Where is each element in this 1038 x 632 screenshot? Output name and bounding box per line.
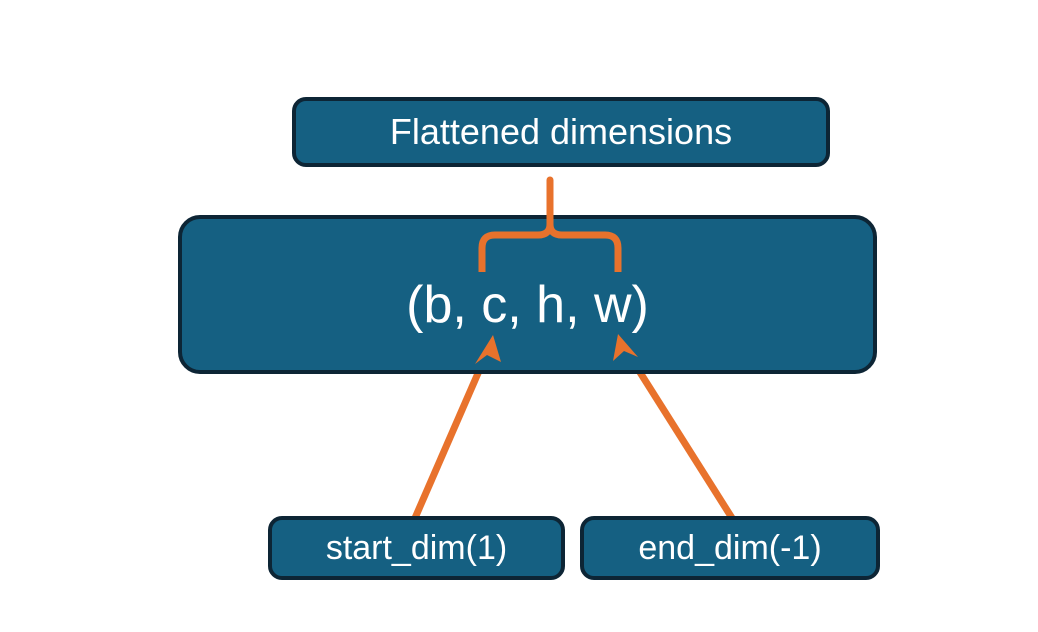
node-end-dim[interactable]: end_dim(-1) <box>580 516 880 580</box>
node-flattened-dimensions[interactable]: Flattened dimensions <box>292 97 830 167</box>
node-tensor-shape-label: (b, c, h, w) <box>406 275 649 334</box>
node-start-dim[interactable]: start_dim(1) <box>268 516 565 580</box>
node-end-dim-label: end_dim(-1) <box>638 529 822 567</box>
node-start-dim-label: start_dim(1) <box>325 529 508 567</box>
node-tensor-shape[interactable]: (b, c, h, w) <box>178 215 877 374</box>
node-flattened-dimensions-label: Flattened dimensions <box>389 111 733 152</box>
